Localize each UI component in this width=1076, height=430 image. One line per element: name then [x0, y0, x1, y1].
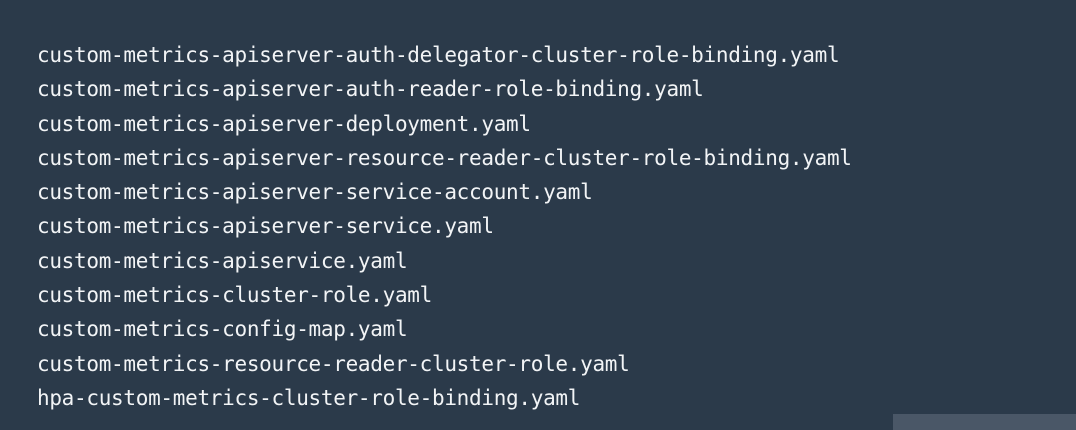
file-list-item: custom-metrics-apiserver-auth-delegator-…: [37, 43, 840, 67]
file-list-item: custom-metrics-config-map.yaml: [37, 317, 408, 342]
file-list-item: custom-metrics-cluster-role.yaml: [37, 283, 432, 308]
file-list-item: custom-metrics-apiserver-service.yaml: [37, 214, 494, 239]
corner-overlay: [893, 414, 1076, 430]
file-list: custom-metrics-apiserver-auth-delegator-…: [37, 38, 852, 415]
file-list-item: custom-metrics-apiservice.yaml: [37, 248, 408, 273]
file-list-item: custom-metrics-apiserver-deployment.yaml: [37, 111, 531, 136]
file-list-item: hpa-custom-metrics-cluster-role-binding.…: [37, 385, 581, 410]
file-list-item: custom-metrics-resource-reader-cluster-r…: [37, 351, 630, 376]
file-list-item: custom-metrics-apiserver-resource-reader…: [37, 145, 852, 170]
file-list-item: custom-metrics-apiserver-auth-reader-rol…: [37, 77, 704, 102]
file-list-item: custom-metrics-apiserver-service-account…: [37, 180, 593, 205]
